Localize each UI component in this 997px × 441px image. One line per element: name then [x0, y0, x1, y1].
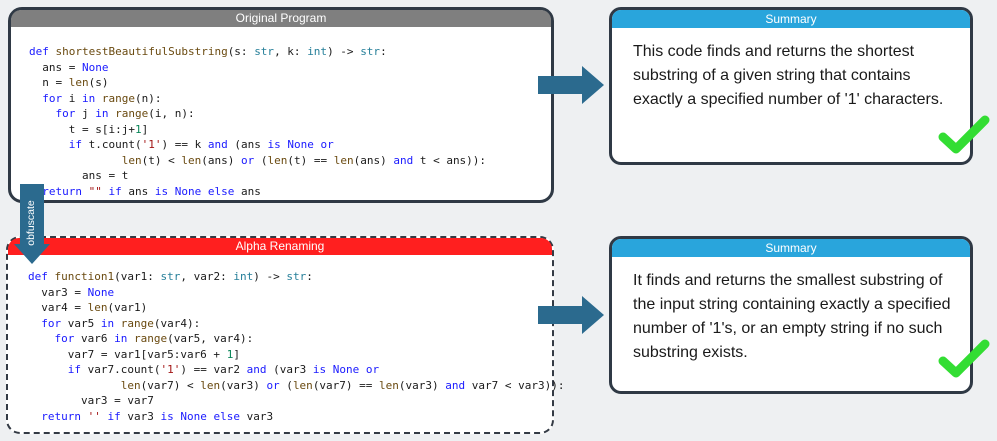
summary-text: This code finds and returns the shortest…	[633, 43, 944, 108]
code-line: var4 = len(var1)	[28, 301, 148, 314]
down-arrow-icon	[14, 184, 50, 264]
code-line: ans = None	[29, 60, 109, 74]
code-line: return '' if var3 is None else var3	[41, 409, 274, 423]
summary-text: It finds and returns the smallest substr…	[633, 272, 951, 361]
right-arrow-icon	[538, 296, 604, 334]
right-arrow-icon	[538, 66, 604, 104]
code-line: return "" if ans is None else ans	[42, 184, 261, 198]
alpha-renaming-panel: Alpha Renaming def function1(var1: str, …	[6, 236, 565, 434]
code-line: def function1(var1: str, var2: int) -> s…	[28, 270, 313, 283]
code-line: for var6 in range(var5, var4):	[54, 332, 254, 345]
code-line: var3 = None	[28, 285, 115, 299]
code-line: n = len(s)	[29, 76, 109, 89]
original-program-title: Original Program	[11, 10, 551, 27]
alpha-renaming-title: Alpha Renaming	[8, 238, 552, 255]
summary-title: Summary	[612, 10, 970, 28]
original-code: def shortestBeautifulSubstring(s: str, k…	[29, 44, 486, 199]
code-line: var7 = var1[var5:var6 + 1]	[28, 347, 240, 361]
code-line: t = s[i:j+1]	[29, 122, 149, 136]
code-line: var3 = var7	[28, 394, 154, 407]
checkmark-icon	[938, 339, 990, 378]
code-line: for i in range(n):	[42, 91, 162, 105]
code-line: if t.count('1') == k and (ans is None or	[68, 138, 334, 151]
code-line: for j in range(i, n):	[55, 107, 195, 120]
code-line: for var5 in range(var4):	[41, 316, 201, 330]
checkmark-icon	[938, 115, 990, 154]
code-line: len(var7) < len(var3) or (len(var7) == l…	[120, 378, 565, 392]
code-line: len(t) < len(ans) or (len(t) == len(ans)…	[121, 153, 487, 167]
summary-box-original: Summary This code finds and returns the …	[609, 7, 973, 165]
summary-box-alpha: Summary It finds and returns the smalles…	[609, 236, 973, 394]
code-line: ans = t	[29, 169, 129, 182]
summary-title: Summary	[612, 239, 970, 257]
original-program-panel: Original Program def shortestBeautifulSu…	[8, 7, 554, 203]
code-line: if var7.count('1') == var2 and (var3 is …	[67, 363, 380, 376]
code-line: def shortestBeautifulSubstring(s: str, k…	[29, 45, 387, 58]
alpha-code: def function1(var1: str, var2: int) -> s…	[28, 269, 565, 424]
obfuscate-label: obfuscate	[20, 193, 42, 253]
obfuscate-text: obfuscate	[25, 200, 37, 246]
